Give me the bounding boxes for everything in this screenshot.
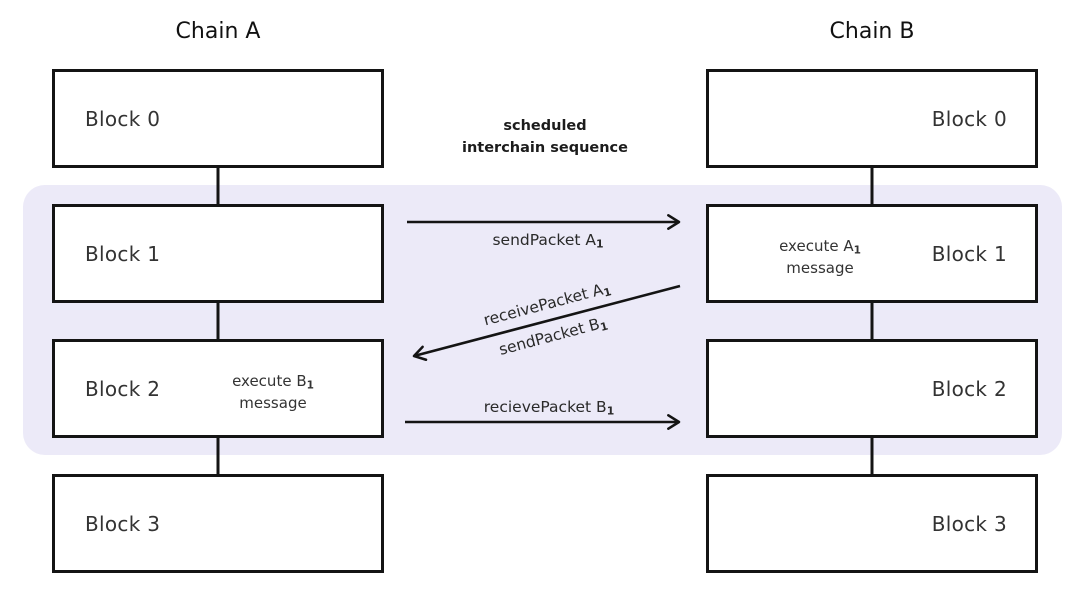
chain-a-block-1: Block 1 (52, 204, 384, 303)
chain-b-title: Chain B (829, 19, 915, 44)
label-text: recievePacket B (483, 398, 607, 416)
block-label: Block 0 (931, 106, 1007, 131)
chain-a-block-0: Block 0 (52, 69, 384, 168)
block-label: Block 2 (931, 376, 1007, 401)
execute-a-label: execute A1 message (779, 235, 861, 279)
receive-packet-a-arrow (412, 284, 681, 361)
chain-b-block-2: Block 2 (706, 339, 1038, 438)
chain-b-block-0: Block 0 (706, 69, 1038, 168)
label-subscript: 1 (595, 237, 604, 251)
label-subscript: 1 (853, 244, 861, 257)
block-label: Block 3 (85, 511, 161, 536)
execute-b-label: execute B1 message (232, 370, 314, 414)
receive-packet-b-label: recievePacket B1 (483, 398, 615, 418)
chain-b-block-3: Block 3 (706, 474, 1038, 573)
label-text: execute A (779, 237, 854, 255)
chain-a-block-2: Block 2 (52, 339, 384, 438)
chain-a-title: Chain A (175, 19, 261, 44)
label-text: execute B (232, 372, 307, 390)
block-label: Block 1 (931, 241, 1007, 266)
execute-b-line-2: message (239, 394, 307, 412)
block-label: Block 0 (85, 106, 161, 131)
chain-a-block-3: Block 3 (52, 474, 384, 573)
execute-a-line-2: message (786, 259, 854, 277)
caption-line-2: interchain sequence (461, 140, 628, 156)
execute-a-line-1: execute A1 (779, 235, 861, 257)
send-packet-a-label: sendPacket A1 (492, 231, 604, 251)
label-subscript: 1 (606, 404, 615, 418)
execute-b-line-1: execute B1 (232, 370, 314, 392)
label-subscript: 1 (306, 379, 314, 392)
block-label: Block 1 (85, 241, 161, 266)
scheduled-sequence-caption: scheduled interchain sequence (415, 115, 675, 159)
block-label: Block 3 (931, 511, 1007, 536)
caption-line-1: scheduled (503, 118, 587, 134)
block-label: Block 2 (85, 376, 161, 401)
chain-b-block-1: Block 1 (706, 204, 1038, 303)
label-text: sendPacket A (492, 231, 596, 249)
